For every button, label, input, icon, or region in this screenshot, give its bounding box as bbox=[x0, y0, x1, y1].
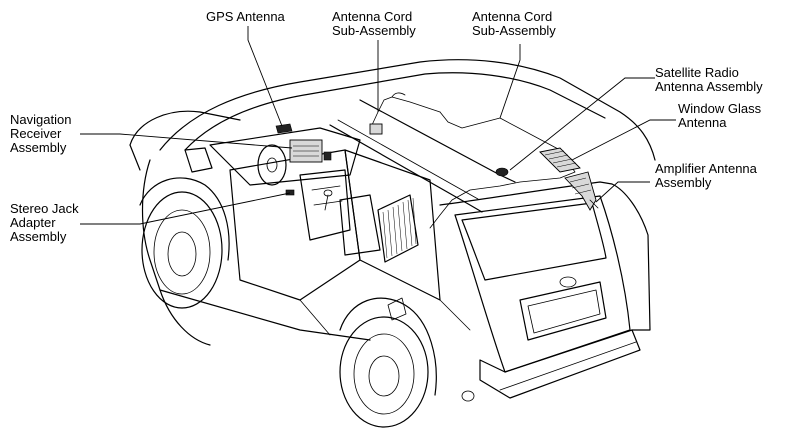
satellite-radio-antenna-part bbox=[495, 167, 509, 177]
antenna-cord-label-1: Antenna Cord Sub-Assembly bbox=[332, 10, 416, 38]
window-glass-antenna-label: Window Glass Antenna bbox=[678, 102, 761, 130]
antenna-cord-1-line-1: Antenna Cord bbox=[332, 9, 413, 24]
window-glass-antenna-part bbox=[539, 147, 581, 173]
satellite-radio-antenna-label: Satellite Radio Antenna Assembly bbox=[655, 66, 763, 94]
amplifier-antenna-label: Amplifier Antenna Assembly bbox=[655, 162, 757, 190]
stereo-jack-line-3: Assembly bbox=[10, 229, 67, 244]
navigation-receiver-label: Navigation Receiver Assembly bbox=[10, 113, 71, 155]
antenna-cord-1-line-2: Sub-Assembly bbox=[332, 23, 416, 38]
stereo-jack-line-2: Adapter bbox=[10, 215, 56, 230]
navigation-line-1: Navigation bbox=[10, 112, 72, 127]
amplifier-line-2: Assembly bbox=[655, 175, 712, 190]
antenna-cord-label-2: Antenna Cord Sub-Assembly bbox=[472, 10, 556, 38]
gps-antenna-part bbox=[275, 123, 293, 134]
stereo-jack-part bbox=[285, 189, 295, 196]
amplifier-line-1: Amplifier Antenna bbox=[655, 161, 757, 176]
stereo-jack-line-1: Stereo Jack bbox=[10, 201, 79, 216]
vehicle-body bbox=[129, 59, 656, 428]
antenna-cord-2-line-2: Sub-Assembly bbox=[472, 23, 556, 38]
antenna-components bbox=[275, 92, 599, 229]
window-glass-line-1: Window Glass bbox=[678, 101, 762, 116]
window-glass-line-2: Antenna bbox=[678, 115, 727, 130]
satellite-radio-line-1: Satellite Radio bbox=[655, 65, 739, 80]
leader-lines bbox=[80, 26, 676, 225]
antenna-cord-2-line-1: Antenna Cord bbox=[472, 9, 553, 24]
antenna-cord-1-part bbox=[371, 96, 441, 126]
antenna-cord-2-part bbox=[429, 111, 576, 229]
vehicle-interior bbox=[209, 127, 419, 263]
gps-antenna-label: GPS Antenna bbox=[206, 10, 285, 24]
satellite-radio-line-2: Antenna Assembly bbox=[655, 79, 763, 94]
stereo-jack-label: Stereo Jack Adapter Assembly bbox=[10, 202, 79, 244]
gps-antenna-label-line-1: GPS Antenna bbox=[206, 9, 285, 24]
navigation-line-2: Receiver bbox=[10, 126, 62, 141]
navigation-line-3: Assembly bbox=[10, 140, 67, 155]
